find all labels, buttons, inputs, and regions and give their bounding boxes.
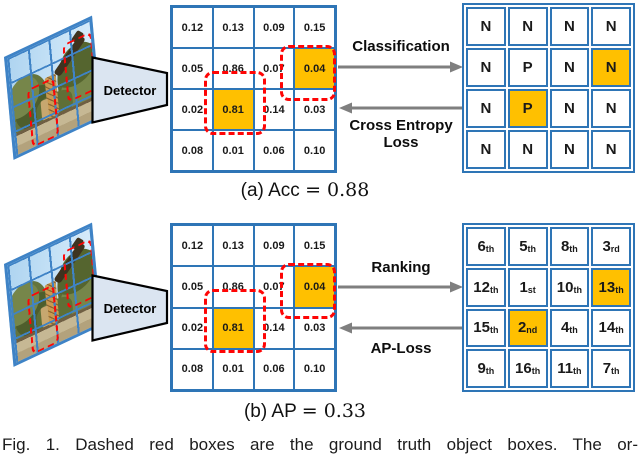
grid-cell: 0.15 [295,226,334,266]
arrow-left-icon [339,322,464,334]
ground-truth-box [27,77,59,148]
grid-cell: 0.04 [295,267,334,307]
grid-cell: N [466,89,506,128]
grid-cell: N [549,48,590,87]
detector-block-b: Detector [91,274,169,342]
grid-cell: N [466,130,506,169]
subcaption-a: (a) Acc = 0.88 [0,179,610,202]
arrow-left-icon [339,102,464,114]
grid-cell: 0.07 [254,49,294,88]
classification-label: Classification [352,38,450,55]
grid-cell: 0.09 [254,226,294,266]
grid-cell: 0.07 [254,267,294,307]
detector-label: Detector [103,300,157,316]
arrow-right-icon [338,61,463,73]
ranking-label: Ranking [371,259,431,276]
grid-cell: 0.12 [173,8,212,47]
grid-cell: 0.09 [254,8,294,47]
grid-cell: N [466,7,506,46]
subcaption-b-text: (b) AP [243,401,297,422]
ground-truth-box [280,45,336,101]
detector-trapezoid [91,56,169,124]
grid-cell: 0.15 [295,8,334,47]
grid-cell: 0.81 [213,90,253,129]
subcaption-a-text: (a) Acc [240,180,300,201]
subcaption-b-value: = 0.33 [301,400,366,422]
grid-cell: N [591,130,631,169]
grid-cell: N [549,130,590,169]
input-image-a [4,15,102,160]
detector-label: Detector [103,82,157,98]
ap-loss-label: AP-Loss [370,340,432,357]
grid-cell: 0.10 [295,349,334,389]
grid-cell: 0.13 [213,8,253,47]
grid-cell: N [591,89,631,128]
grid-cell: 0.13 [213,226,253,266]
grid-cell: 0.12 [173,226,212,266]
figure-caption: Fig. 1. Dashed red boxes are the ground … [2,435,638,454]
grid-cell: 0.06 [254,349,294,389]
ground-truth-box [27,284,59,355]
grid-cell: 0.06 [254,131,294,170]
grid-cell: N [507,7,548,46]
grid-cell: N [549,7,590,46]
arrow-right-icon [338,281,463,293]
grid-cell: 0.08 [173,349,212,389]
grid-cell: N [591,48,631,87]
subcaption-b: (b) AP = 0.33 [0,400,610,423]
grid-cell: 0.81 [213,308,253,348]
grid-cell: 0.08 [173,131,212,170]
grid-cell: N [507,130,548,169]
grid-cell: N [466,48,506,87]
grid-cell: N [591,7,631,46]
grid-cell: 0.04 [295,49,334,88]
ground-truth-box [204,71,266,135]
input-image-b [4,222,102,367]
detector-trapezoid [91,274,169,342]
subcaption-a-value: = 0.88 [305,179,370,201]
grid-cell: 0.01 [213,349,253,389]
grid-cell: 0.86 [213,49,253,88]
grid-cell: P [507,48,548,87]
ground-truth-box [280,263,336,319]
grid-cell: 0.01 [213,131,253,170]
grid-cell: P [507,89,548,128]
grid-cell: 0.14 [254,90,294,129]
ground-truth-box [204,289,266,353]
grid-cell: N [549,89,590,128]
cross-entropy-loss-label: Cross Entropy Loss [349,117,453,152]
detector-block-a: Detector [91,56,169,124]
grid-cell: 0.10 [295,131,334,170]
